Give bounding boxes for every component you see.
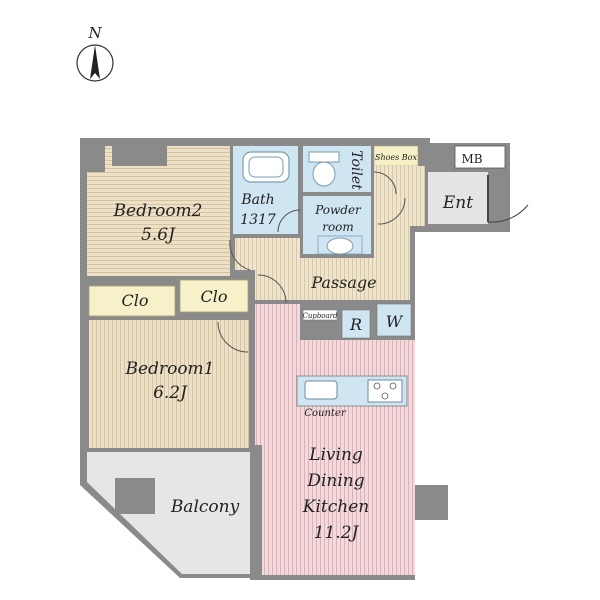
washer-label: W bbox=[386, 312, 404, 331]
ldk-label-2: Dining bbox=[306, 471, 364, 491]
compass-needle-icon bbox=[90, 45, 100, 79]
bedroom2-column bbox=[87, 146, 105, 172]
bedroom2-size: 5.6J bbox=[141, 225, 176, 245]
ldk-floor bbox=[255, 304, 415, 575]
cupboard bbox=[302, 309, 338, 321]
pillar bbox=[418, 488, 446, 520]
entrance-floor bbox=[428, 172, 488, 224]
passage-label: Passage bbox=[310, 273, 376, 292]
bedroom1-floor bbox=[89, 320, 249, 448]
refrigerator-label: R bbox=[349, 315, 362, 334]
mb-label: MB bbox=[461, 152, 482, 166]
bedroom1-size: 6.2J bbox=[153, 383, 188, 403]
ldk-label-3: Kitchen bbox=[302, 497, 369, 517]
bedroom2-window-pillar bbox=[112, 146, 167, 166]
toilet-tank-icon bbox=[308, 151, 340, 163]
toilet-label: Toilet bbox=[348, 150, 364, 190]
bedroom2-label: Bedroom2 bbox=[113, 201, 203, 221]
balcony-label: Balcony bbox=[170, 497, 240, 517]
closet-2 bbox=[179, 279, 249, 313]
powder-label-1: Powder bbox=[314, 203, 362, 217]
mb-box bbox=[454, 145, 506, 169]
ldk-label-1: Living bbox=[308, 445, 363, 465]
sink-icon bbox=[304, 380, 338, 400]
ldk-size: 11.2J bbox=[314, 523, 360, 543]
passage-floor bbox=[235, 196, 425, 300]
ent-label: Ent bbox=[442, 193, 473, 213]
closet2-label: Clo bbox=[201, 287, 228, 306]
bath-size: 1317 bbox=[240, 212, 276, 228]
outdoor-unit bbox=[115, 478, 155, 514]
bathtub-icon bbox=[242, 151, 290, 183]
interior-doors bbox=[217, 171, 406, 353]
north-label: N bbox=[87, 24, 102, 42]
toilet-bowl-icon bbox=[312, 161, 336, 187]
powder-label-2: room bbox=[322, 220, 354, 234]
washbasin-icon bbox=[326, 237, 354, 255]
north-arrow: N bbox=[76, 24, 114, 82]
entrance-door-swing bbox=[487, 175, 529, 223]
refrigerator-space bbox=[341, 309, 371, 339]
bedroom2-floor bbox=[87, 146, 230, 276]
cupboard-label: Cupboard bbox=[302, 312, 338, 320]
washer-space bbox=[376, 303, 412, 337]
shoes-box-label: Shoes Box bbox=[375, 153, 418, 162]
closet1-label: Clo bbox=[122, 291, 149, 310]
bath-label: Bath bbox=[240, 192, 274, 208]
counter-label: Counter bbox=[304, 408, 346, 419]
bedroom1-label: Bedroom1 bbox=[125, 359, 215, 379]
stove-icon bbox=[367, 379, 403, 403]
closet-1 bbox=[88, 285, 176, 317]
